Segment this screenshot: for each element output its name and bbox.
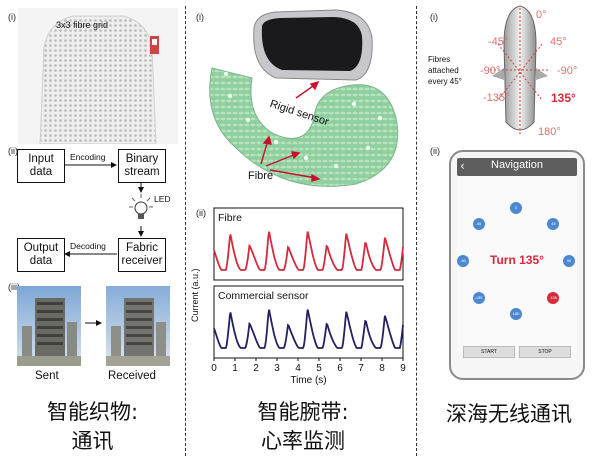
output-data-box: Output data: [17, 238, 65, 272]
x-tick-label-0: 0: [211, 363, 217, 374]
angle-45-label: 45°: [550, 36, 567, 48]
x-tick-label-5: 5: [316, 363, 322, 374]
sub-label-a-i: (i): [8, 12, 16, 22]
decoding-label: Decoding: [70, 241, 106, 251]
knit-shirt-photo: [18, 8, 178, 144]
underwater-vehicle-diagram: [490, 5, 550, 134]
separator-left: [185, 6, 186, 456]
compass-node--90: -90: [457, 255, 469, 267]
compass-node-135: 135: [547, 292, 560, 305]
stop-button[interactable]: STOP: [519, 346, 571, 358]
angle-135-label: 135°: [551, 91, 576, 105]
sent-image: [17, 286, 81, 366]
angle-neg90-right-label: -90°: [557, 65, 578, 77]
separator-right: [416, 6, 417, 456]
x-tick-label-8: 8: [379, 363, 385, 374]
nav-app-header: [457, 158, 577, 176]
compass-node--135: -135: [472, 292, 485, 305]
sub-label-c-ii: (ii): [430, 146, 440, 156]
fibre-label: Fibre: [248, 170, 274, 182]
received-image: [106, 286, 170, 366]
led-bulb-icon: [129, 194, 153, 219]
x-tick-label-6: 6: [337, 363, 343, 374]
angle-0-label: 0°: [536, 9, 547, 21]
y-axis-label: Current (a.u.): [190, 268, 200, 322]
x-tick-label-2: 2: [253, 363, 259, 374]
chart-title-2: Commercial sensor: [218, 290, 309, 302]
fabric-receiver-box: Fabric receiver: [118, 238, 166, 272]
smartwatch-band-photo: [209, 9, 399, 187]
series-line-1: [213, 231, 404, 271]
caption-smart-wristband: 智能腕带: 心率监测: [257, 400, 349, 453]
compass-node-45: 45: [547, 217, 560, 230]
sub-label-a-ii: (ii): [8, 146, 18, 156]
x-tick-label-4: 4: [295, 363, 301, 374]
angle-neg45-label: -45°: [488, 36, 509, 48]
sent-label: Sent: [35, 370, 59, 382]
encoding-label: Encoding: [70, 152, 106, 162]
binary-stream-box: Binary stream: [118, 149, 166, 183]
caption-smart-fabric: 智能织物: 通讯: [46, 400, 139, 453]
nav-title: Navigation: [491, 159, 543, 171]
angle-180-label: 180°: [538, 126, 561, 138]
x-tick-label-3: 3: [274, 363, 280, 374]
back-icon[interactable]: ‹: [460, 159, 465, 173]
angle-neg135-label: -135°: [483, 92, 510, 104]
compass-node-90: 90: [563, 255, 575, 267]
sub-label-b-ii: (ii): [196, 208, 206, 218]
compass-node-180: 180: [510, 308, 522, 320]
series-line-2: [213, 309, 404, 349]
x-tick-label-1: 1: [232, 363, 238, 374]
start-button[interactable]: START: [463, 346, 515, 358]
chart-title-1: Fibre: [218, 212, 242, 224]
sent-to-received-arrow: [85, 320, 102, 326]
compass-node--45: -45: [472, 217, 485, 230]
x-tick-label-9: 9: [400, 363, 406, 374]
sub-label-a-iii: (iii): [8, 282, 20, 292]
input-data-box: Input data: [17, 149, 65, 183]
led-label: LED: [154, 194, 171, 204]
fibres-note: Fibres attached every 45°: [428, 55, 462, 86]
sub-label-b-i: (i): [196, 12, 204, 22]
caption-deep-sea-comm: 深海无线通讯: [446, 402, 572, 426]
x-axis-label: Time (s): [290, 375, 326, 386]
phone-frame: ‹ Navigation: [449, 150, 585, 380]
compass-node-0: 0: [510, 202, 522, 214]
received-label: Received: [108, 370, 156, 382]
sub-label-c-i: (i): [430, 12, 438, 22]
shirt-label: 3x3 fibre grid: [56, 20, 109, 30]
turn-instruction: Turn 135°: [490, 253, 544, 267]
flow-arrows: [64, 162, 144, 257]
x-tick-label-7: 7: [358, 363, 364, 374]
angle-neg90-left-label: -90°: [480, 65, 501, 77]
